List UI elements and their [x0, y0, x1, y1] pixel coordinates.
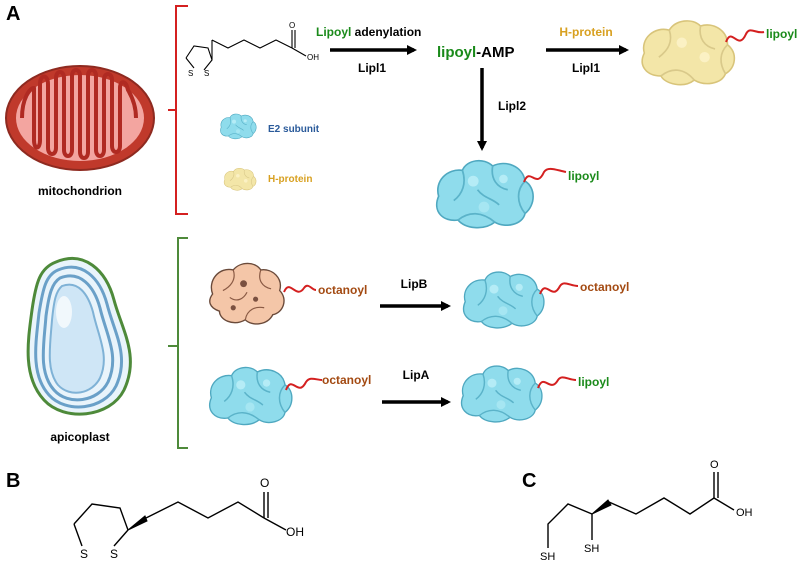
apico-bracket: [168, 237, 188, 449]
b-oh: OH: [286, 525, 304, 539]
step2-enzyme: Lipl1: [572, 61, 600, 75]
panel-a-label: A: [6, 3, 20, 25]
mitochondrion-label: mitochondrion: [38, 184, 122, 198]
panel-c-label: C: [522, 470, 536, 492]
row1-sub-label: octanoyl: [318, 283, 367, 297]
step1-enzyme: Lipl1: [358, 61, 386, 75]
row2-sub-label: octanoyl: [322, 373, 371, 387]
legend-e2-icon: [220, 113, 257, 140]
row1-e2-product: [462, 271, 545, 329]
h-product-label: lipoyl: [766, 27, 797, 41]
small-o: O: [289, 21, 295, 30]
legend-e2-label: E2 subunit: [268, 124, 320, 135]
legend-h-icon: [223, 167, 257, 191]
row2-e2-product: [460, 365, 543, 423]
lipoyl-amp-label: lipoyl-AMP: [437, 44, 515, 61]
b-s-1: S: [80, 547, 88, 561]
row1-enzyme: LipB: [401, 277, 428, 291]
row2-e2-substrate: [208, 366, 293, 426]
dihydrolipoic-acid-structure-c: [547, 472, 735, 548]
panel-b-label: B: [6, 470, 20, 492]
e2-product-mito: [435, 159, 535, 229]
step1-label: Lipoyl adenylation: [316, 25, 421, 39]
row1-prod-label: octanoyl: [580, 280, 629, 294]
lipoic-acid-structure-b: [73, 492, 287, 547]
row2-prod-label: lipoyl: [578, 375, 609, 389]
e2-mito-linker: [523, 167, 567, 183]
small-oh: OH: [307, 53, 319, 62]
step2-substrate: H-protein: [559, 25, 612, 39]
mitochondrion-illustration: [5, 65, 155, 171]
h-protein-product: [641, 19, 736, 86]
row1-prod-linker: [539, 282, 579, 295]
lipoic-acid-small-structure: [185, 30, 307, 71]
row1-sub-linker: [283, 284, 317, 293]
apicoplast-illustration: [26, 256, 132, 416]
e2-mito-label: lipoyl: [568, 169, 599, 183]
lipb-substrate-protein: [209, 262, 285, 325]
apicoplast-label: apicoplast: [50, 430, 109, 444]
legend-h-label: H-protein: [268, 174, 312, 185]
row2-prod-linker: [537, 376, 577, 389]
b-o: O: [260, 476, 269, 490]
step3-enzyme: Lipl2: [498, 99, 526, 113]
c-sh-1: SH: [540, 551, 555, 563]
row2-sub-linker: [285, 377, 323, 391]
h-product-linker: [725, 29, 765, 43]
b-s-2: S: [110, 547, 118, 561]
c-o: O: [710, 459, 719, 471]
small-s-1: S: [188, 69, 193, 78]
row2-enzyme: LipA: [403, 368, 430, 382]
c-oh: OH: [736, 507, 753, 519]
mito-bracket: [168, 5, 188, 215]
c-sh-2: SH: [584, 543, 599, 555]
small-s-2: S: [204, 69, 209, 78]
